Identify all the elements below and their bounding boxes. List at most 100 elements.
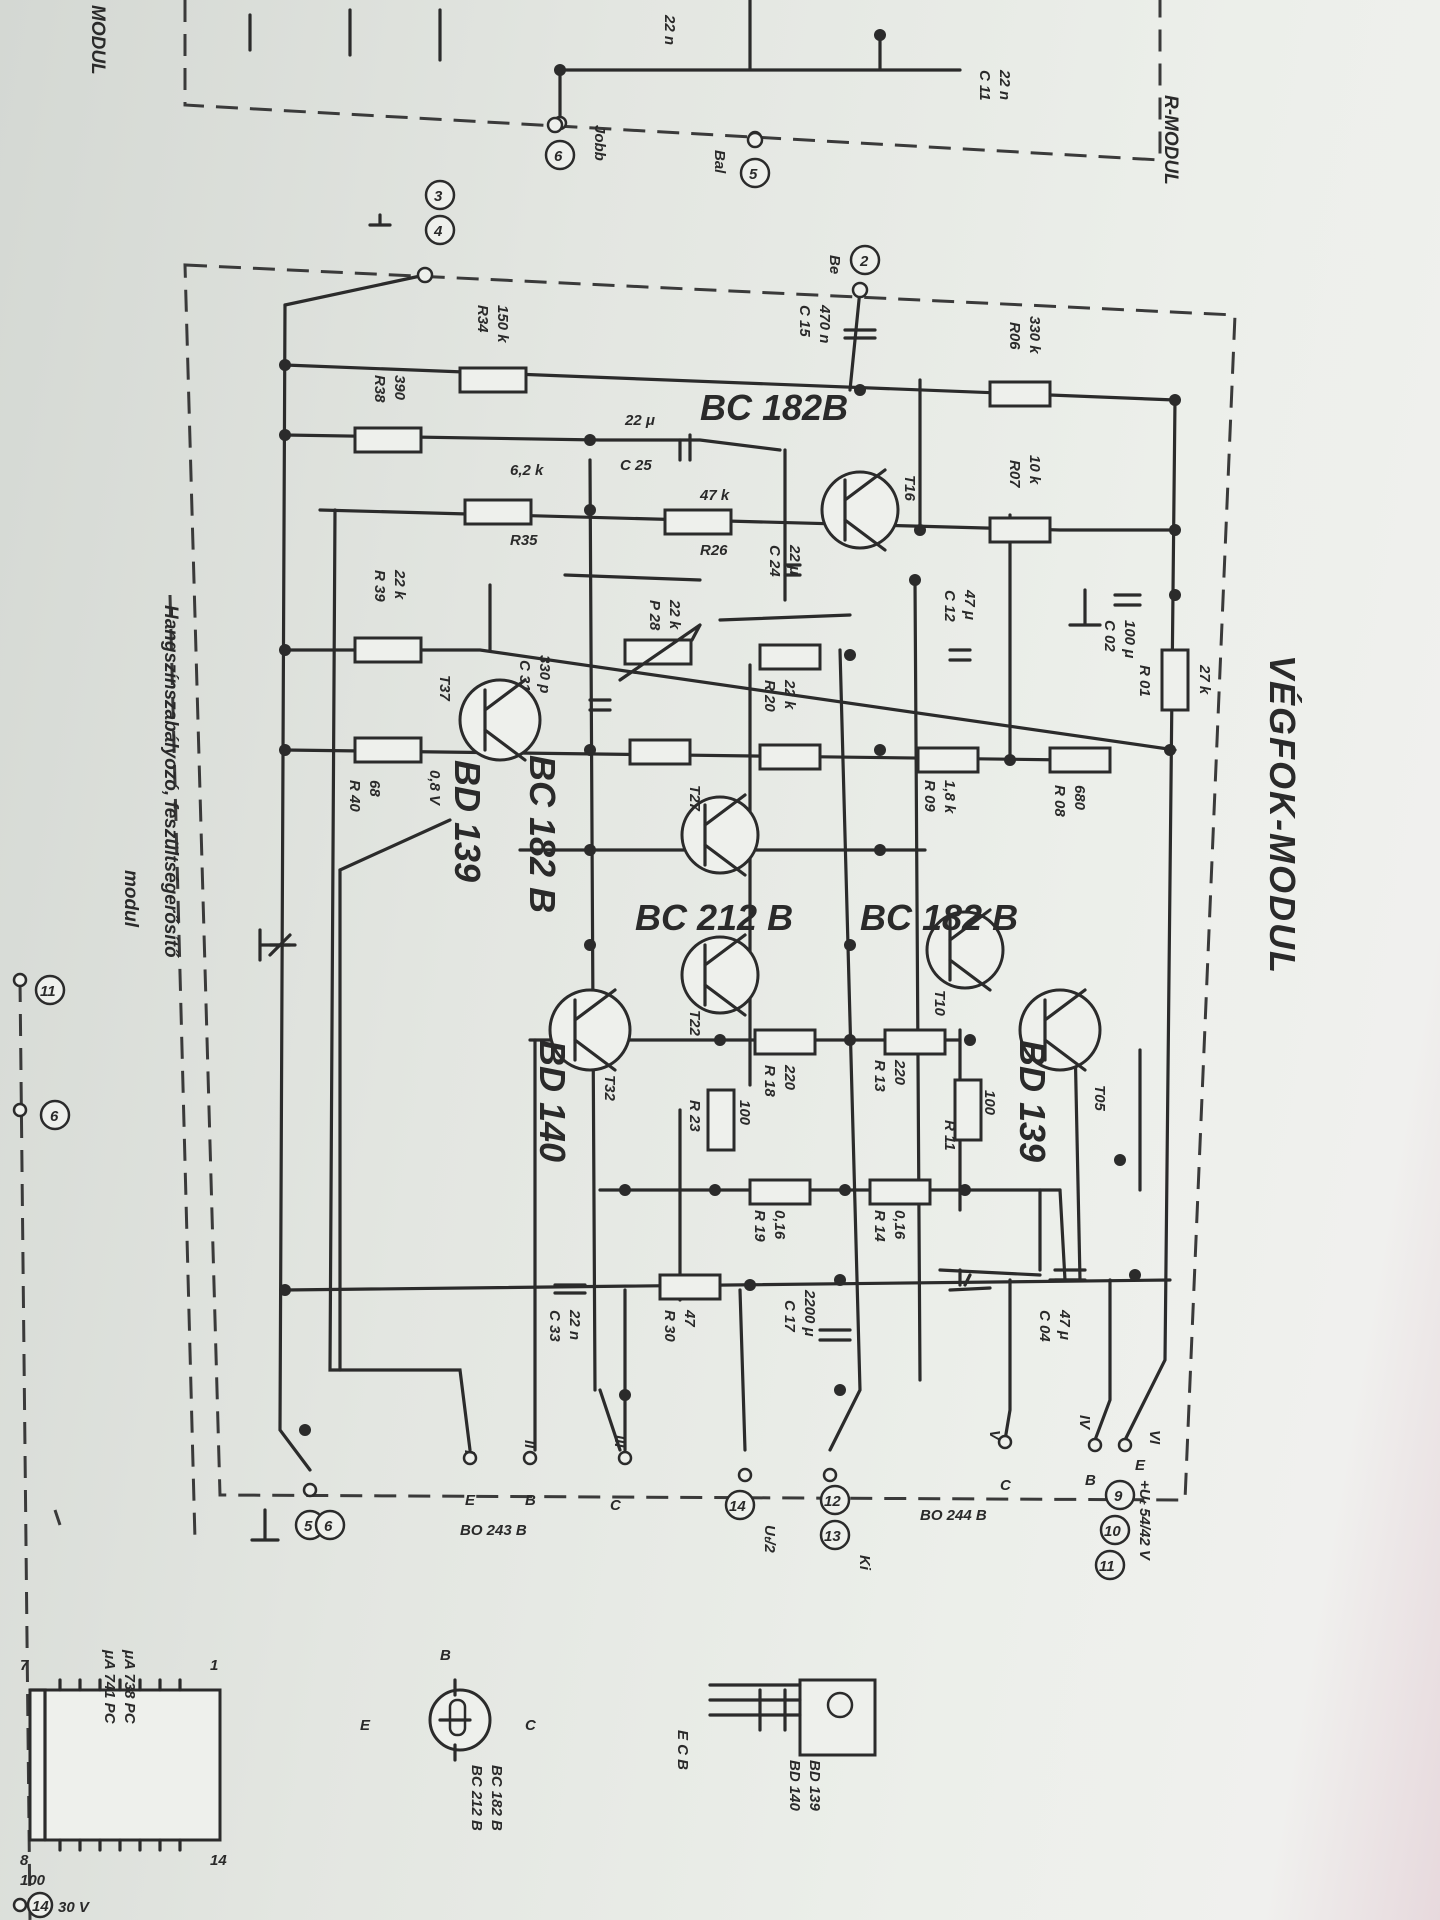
label-terminal_numbers-10: 14 [32,1898,49,1915]
label-legend-power_pins: E C B [674,1730,691,1770]
r-module-title: R-MODUL [1160,95,1181,185]
transistor-t37: BD 139 T37 0,8 V [426,675,542,882]
junctions [279,359,1181,1436]
label-terminal_numbers-4: 6 [50,1108,59,1125]
resistor-r35 [463,498,533,526]
label-resistors-r20-1: R 20 [761,680,778,712]
label-transistor_tags-t16: T16 [901,475,918,502]
side-module-title: MODUL [87,5,108,75]
label-legend-small-1: BC 212 B [468,1765,485,1831]
label-resistors-r20-0: 22 k [781,679,798,710]
label-resistors-r34-0: 150 k [494,305,511,343]
label-pin_letters-3: C [610,1497,622,1514]
label-terminals-ki: Ki [856,1555,873,1571]
label-resistors-r06-1: R06 [1006,322,1023,350]
caption-line-2: modul [120,870,141,928]
transistor-t05: BD 139 T05 [1012,988,1108,1162]
resistor-r09 [916,746,980,774]
label-capacitors-c24-0: 22 μ [786,544,803,575]
label-terminals-supply: +Uₜ 54/42 V [1136,1480,1153,1562]
label-pin_letters-4: B [525,1492,536,1509]
label-pin_letters-5: E [465,1492,476,1509]
label-resistors-r11-1: R 11 [941,1120,958,1151]
label-resistors-r35-0: 6,2 k [510,462,544,479]
label-transistor_tags-t05: T05 [1091,1085,1108,1112]
resistors: 330 k R06 10 k R07 150 k R34 390 R38 6,2… [346,305,1213,1342]
label-terminal_numbers-0: 2 [859,253,869,270]
terminals: 2 Be 3 4 6 Jobb 5 Bal VI IV V III II I E… [294,116,1163,1581]
label-terminal_numbers-4: 6 [554,148,563,165]
label-connector_pins-3: III [611,1435,628,1448]
resistor-r06 [988,380,1052,408]
transistor-t32: BD 140 T32 [532,988,632,1162]
label-terminal_numbers-7: 11 [40,983,56,1000]
transistor-t27: BC 182 B T27 [522,755,760,913]
label-legend-ic-0: μA 738 PC [121,1649,138,1725]
label-connector_pins-2: V [986,1430,1003,1442]
label-capacitors-c15-1: C 15 [796,305,813,337]
label-transistor_tags-t32: T32 [601,1075,618,1102]
capacitor-c33 [553,1283,587,1295]
label-pin_letters-2: C [1000,1477,1012,1494]
caption-line-1: Hangszínszabályozó, feszültségerősítő [160,605,181,959]
label-resistors-p28-1: P 28 [646,600,663,631]
c11-value: 22 n [996,69,1013,100]
label-capacitors-c17-1: C 17 [781,1300,798,1332]
label-pin_letters-0: E [1135,1457,1146,1474]
label-capacitors-c15-0: 470 n [816,304,833,343]
legend-ic-package: μA 738 PC μA 741 PC 1 7 14 8 [20,1649,227,1869]
label-pkg_names-1: BO 243 B [460,1522,527,1539]
label-resistors-r08-1: R 08 [1051,785,1068,817]
capacitor-c12 [948,648,972,662]
label-resistors-r07-1: R07 [1006,460,1023,488]
label-terminals-half: Uₜ/2 [761,1525,778,1553]
label-capacitors-c25-0: 22 μ [624,412,655,429]
label-transistors-t27: BC 182 B [522,755,563,913]
label-resistors-r26-1: R26 [700,542,728,559]
resistor-r20 [758,643,822,671]
label-transistors-t32: BD 140 [532,1040,573,1162]
r-module-cap-text: 22 n [661,14,678,45]
resistor-r39 [353,636,423,664]
capacitor-c02 [1113,593,1142,607]
label-transistors-t22: BC 212 B [635,897,793,938]
label-terminals-hundred: 100 [20,1872,46,1889]
label-terminal_numbers-3: 5 [749,166,758,183]
label-resistors-r01-0: 27 k [1196,664,1213,695]
capacitor-c17 [818,1328,852,1342]
label-transistor_tags-t27: T27 [686,785,703,812]
label-terminals-jobb: Jobb [591,125,608,161]
label-resistors-r11-0: 100 [981,1090,998,1116]
label-resistors-r18-0: 220 [781,1064,798,1091]
label-legend-ic_pins-0: 1 [210,1657,218,1674]
label-capacitors-c17-0: 2200 μ [801,1289,818,1337]
r-module-fragment: 22 n 22 n C 11 R-MODUL MODUL [87,0,1181,185]
label-capacitors-c25-1: C 25 [620,457,652,474]
label-transistor_tags-t37: T37 [436,675,453,702]
label-connector_pins-0: VI [1146,1430,1163,1445]
label-capacitors-c33-1: C 33 [546,1310,563,1342]
legend-small-package: B C E BC 182 B BC 212 B [360,1647,537,1831]
label-capacitors-c02-1: C 02 [1101,620,1118,652]
label-legend-ic-1: μA 741 PC [101,1649,118,1725]
transistor-t22: BC 212 B T22 [635,897,793,1037]
label-resistors-r40-0: 68 [366,780,383,797]
label-resistors-r19-0: 0,16 [771,1210,788,1240]
capacitor-c15 [843,328,877,340]
label-resistors-r01-1: R 01 [1136,665,1153,697]
package-legend: E C B BD 139 BD 140 B C E BC 182 B BC 21… [20,1647,877,1869]
resistor-r26 [663,508,733,536]
resistor-r38 [353,426,423,454]
label-capacitors-c04-0: 47 μ [1056,1309,1073,1340]
capacitor-c25 [678,433,692,462]
label-transistor_tags-t22: T22 [686,1010,703,1037]
resistor-r07 [988,516,1052,544]
resistor-r-t27 [628,738,692,766]
label-terminal_numbers-7: 11 [1099,1558,1115,1575]
ground-symbols [250,213,1102,1542]
label-transistors-t10: BC 182 B [860,897,1018,938]
label-capacitors-c31-0: 330 p [536,655,553,693]
label-resistors-r09-1: R 09 [921,780,938,812]
capacitor-c31 [588,698,612,712]
label-resistors-r38-0: 390 [391,375,408,401]
